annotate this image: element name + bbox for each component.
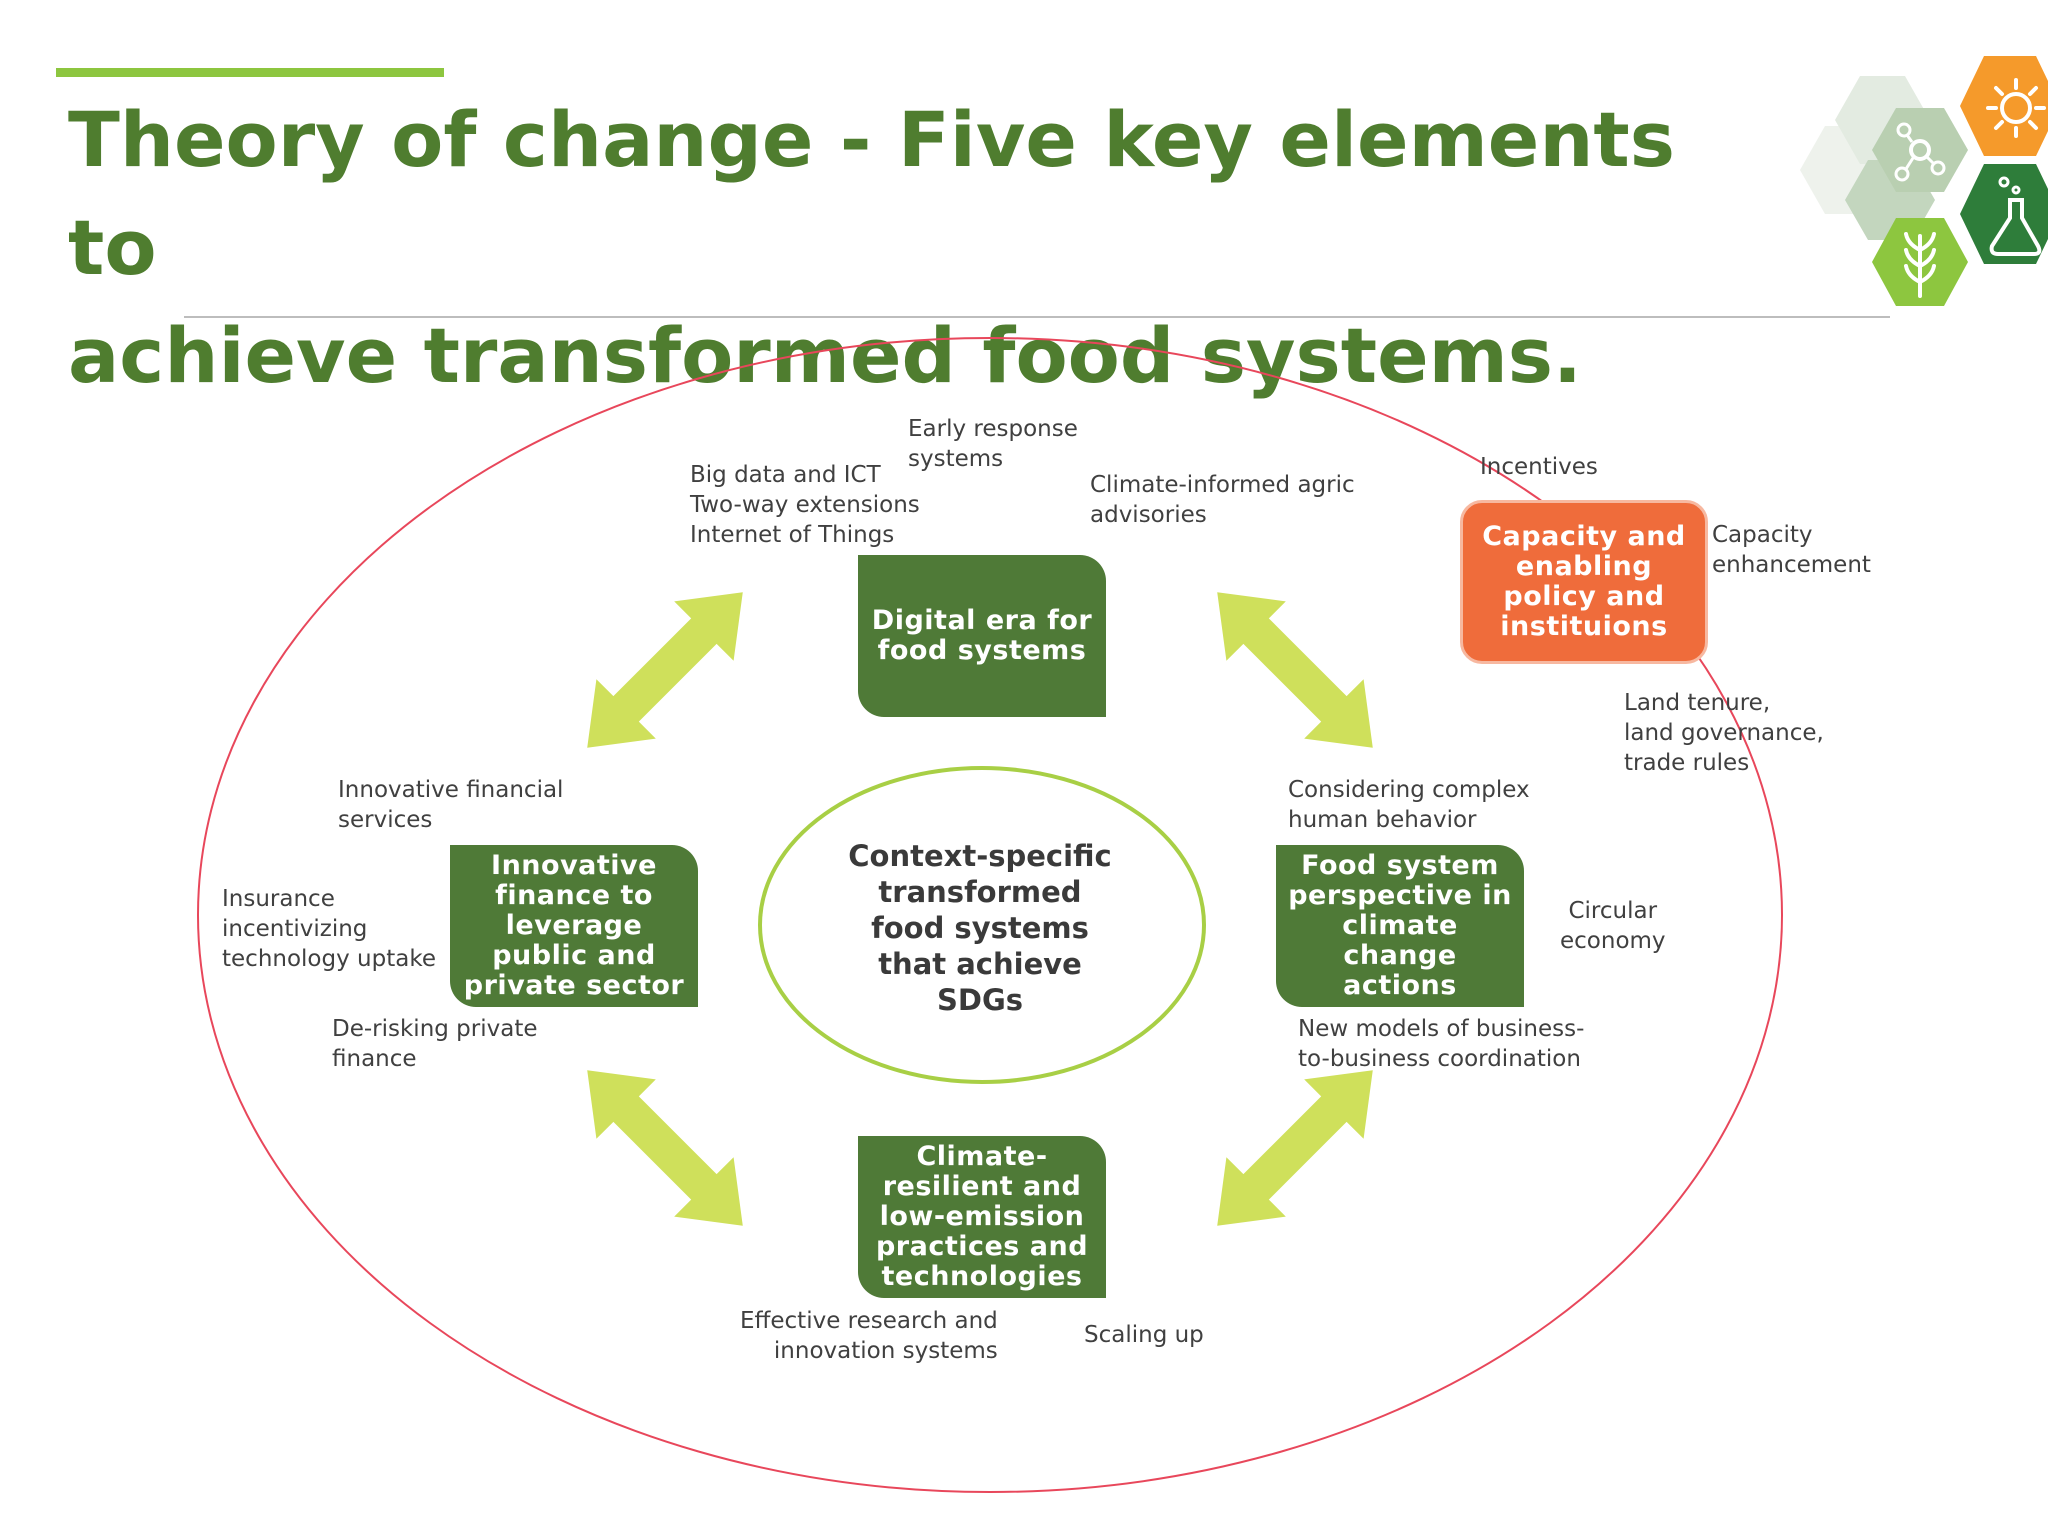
- page-title: Theory of change - Five key elements to …: [68, 86, 1688, 410]
- label-big-data: Big data and ICT Two-way extensions Inte…: [690, 462, 920, 548]
- center-goal-text: Context-specific transformed food system…: [848, 839, 1112, 1017]
- inner-ellipse: [758, 766, 1206, 1084]
- molecule-icon: [1872, 108, 1968, 192]
- element-food-system-perspective: Food system perspective in climate chang…: [1276, 845, 1524, 1007]
- label-early-response: Early response systems: [908, 416, 1078, 472]
- element-capacity-enabling-policy: Capacity and enabling policy and institu…: [1460, 500, 1708, 664]
- flask-icon: [1960, 164, 2048, 264]
- label-circular-economy: Circular economy: [1560, 898, 1666, 954]
- element-climate-resilient-practices: Climate- resilient and low-emission prac…: [858, 1136, 1106, 1298]
- element-digital-era: Digital era for food systems: [858, 555, 1106, 717]
- title-line-2: achieve transformed food systems.: [68, 311, 1582, 400]
- title-divider: [184, 316, 1890, 318]
- label-new-models: New models of business- to-business coor…: [1298, 1016, 1585, 1072]
- element-innovative-finance: Innovative finance to leverage public an…: [450, 845, 698, 1007]
- wheat-icon: [1872, 218, 1968, 306]
- title-accent-bar: [56, 68, 444, 77]
- label-effective-research: Effective research and innovation system…: [740, 1308, 998, 1364]
- label-derisking: De-risking private finance: [332, 1016, 538, 1072]
- title-line-1: Theory of change - Five key elements to: [68, 95, 1675, 292]
- label-insurance: Insurance incentivizing technology uptak…: [222, 886, 436, 972]
- label-capacity-enhancement: Capacity enhancement: [1712, 522, 1871, 578]
- arrow-top-right: [1217, 592, 1373, 748]
- arrow-bottom-left: [587, 1070, 743, 1226]
- label-scaling-up: Scaling up: [1084, 1322, 1204, 1348]
- sun-icon: [1960, 56, 2048, 156]
- hexagon-logo: [1800, 56, 2048, 306]
- label-innovative-financial-services: Innovative financial services: [338, 777, 564, 833]
- label-considering-behavior: Considering complex human behavior: [1288, 777, 1530, 833]
- outer-ellipse: [197, 337, 1783, 1493]
- label-climate-informed: Climate-informed agric advisories: [1090, 472, 1355, 528]
- label-land-tenure: Land tenure, land governance, trade rule…: [1624, 690, 1824, 776]
- arrow-bottom-right: [1217, 1070, 1373, 1226]
- label-incentives: Incentives: [1480, 454, 1598, 480]
- arrow-top-left: [587, 592, 743, 748]
